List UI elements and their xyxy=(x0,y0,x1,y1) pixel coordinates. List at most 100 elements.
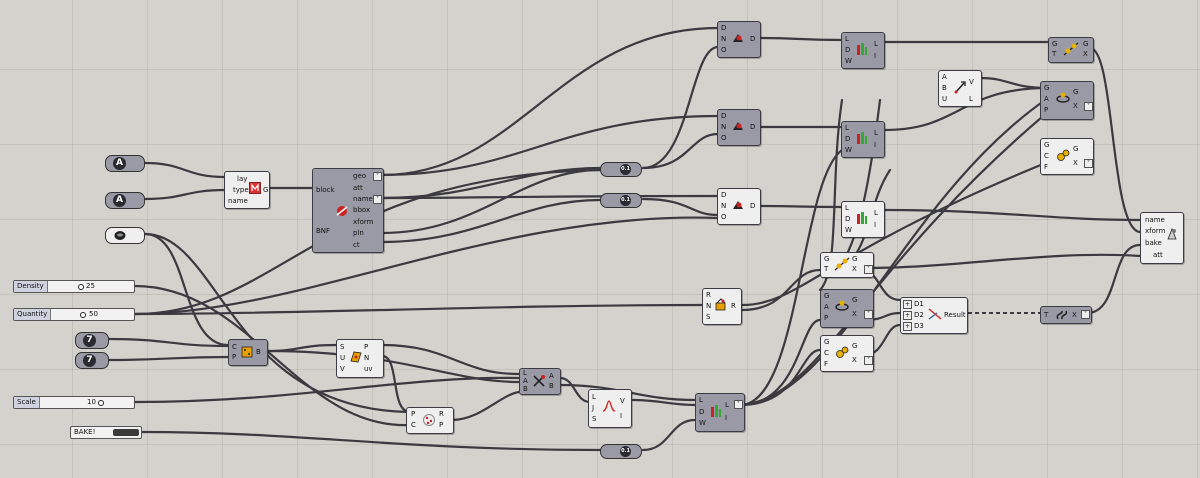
rotate-node-top[interactable]: G A P G X ˅ xyxy=(1040,81,1094,120)
output-port[interactable]: X xyxy=(852,265,857,273)
input-port[interactable]: L xyxy=(845,204,849,212)
scale-slider[interactable]: Scale 10 xyxy=(13,396,135,409)
output-port[interactable]: I xyxy=(620,412,623,420)
stream-filter-node[interactable]: + + + D1 D2 D3 Result xyxy=(900,297,968,334)
input-port[interactable]: B xyxy=(523,385,528,393)
input-port[interactable]: F xyxy=(1044,163,1049,171)
output-arrow[interactable]: ˅ xyxy=(373,195,382,204)
input-port[interactable]: U xyxy=(942,95,948,103)
output-port[interactable]: G xyxy=(852,255,858,263)
input-port[interactable]: L xyxy=(845,35,849,43)
output-port[interactable]: I xyxy=(874,221,877,229)
output-port[interactable]: X xyxy=(1073,102,1078,110)
output-port[interactable]: I xyxy=(874,141,877,149)
input-port[interactable]: xform xyxy=(1145,227,1166,235)
output-port[interactable]: uv xyxy=(364,365,373,373)
output-port[interactable]: G xyxy=(1083,40,1089,48)
input-port[interactable]: C xyxy=(411,421,416,429)
output-port[interactable]: L xyxy=(874,129,878,137)
input-port[interactable]: S xyxy=(340,343,345,351)
output-arrow[interactable]: ˅ xyxy=(1084,159,1093,168)
input-port[interactable]: att xyxy=(1153,251,1163,259)
input-port[interactable]: L xyxy=(523,369,527,377)
input-port[interactable]: G xyxy=(1044,141,1050,149)
output-port[interactable]: G xyxy=(1073,88,1079,96)
output-arrow[interactable]: ˅ xyxy=(864,310,873,319)
input-port[interactable]: J xyxy=(592,404,595,412)
output-arrow[interactable]: ˅ xyxy=(864,265,873,274)
dispatch-node-2[interactable]: D N O D xyxy=(717,109,761,146)
output-port[interactable]: L xyxy=(874,209,878,217)
output-port[interactable]: bbox xyxy=(353,206,371,214)
input-port[interactable]: G xyxy=(824,255,830,263)
output-port[interactable]: P xyxy=(439,421,444,429)
output-port[interactable]: G xyxy=(852,342,858,350)
quantity-slider[interactable]: Quantity 50 xyxy=(13,308,135,321)
input-port[interactable]: W xyxy=(699,419,706,427)
input-port[interactable]: S xyxy=(592,415,597,423)
slider-knob[interactable] xyxy=(98,400,104,406)
slider-knob[interactable] xyxy=(80,312,86,318)
input-port[interactable]: D2 xyxy=(914,311,924,319)
output-port[interactable]: N xyxy=(364,354,370,362)
input-port[interactable]: V xyxy=(340,365,345,373)
input-port[interactable]: D1 xyxy=(914,300,924,308)
dispatch-node-1[interactable]: D N O D xyxy=(717,21,761,58)
input-port[interactable]: W xyxy=(845,146,852,154)
input-port[interactable]: A xyxy=(824,303,829,311)
output-port[interactable]: A xyxy=(549,372,554,380)
output-port[interactable]: D xyxy=(750,202,756,210)
output-port[interactable]: R xyxy=(439,410,444,418)
scale-node-mid[interactable]: G C F G X ˅ xyxy=(820,335,874,372)
input-port[interactable]: bake xyxy=(1145,239,1162,247)
input-add[interactable]: + xyxy=(903,300,912,309)
text-param-2[interactable]: A xyxy=(105,192,145,209)
input-port[interactable]: name xyxy=(228,197,248,205)
input-port[interactable]: B xyxy=(942,84,947,92)
compound-transform-node[interactable]: T X ˅ xyxy=(1040,306,1092,324)
input-port[interactable]: A xyxy=(1044,95,1049,103)
populate-node[interactable]: P C R P xyxy=(406,407,454,434)
output-port[interactable]: V xyxy=(620,397,625,405)
input-port[interactable]: A xyxy=(942,73,947,81)
output-port[interactable]: xform xyxy=(353,218,374,226)
input-port[interactable]: S xyxy=(706,313,711,321)
input-port[interactable]: D xyxy=(845,46,851,54)
bake-toggle[interactable]: BAKE! xyxy=(70,426,142,439)
input-port[interactable]: C xyxy=(824,349,829,357)
output-port[interactable]: L xyxy=(969,95,973,103)
output-arrow[interactable]: ˅ xyxy=(1081,310,1090,319)
output-port[interactable]: L xyxy=(874,40,878,48)
output-port[interactable]: I xyxy=(725,414,728,422)
output-arrow[interactable]: ˅ xyxy=(373,172,382,181)
slider-knob[interactable] xyxy=(78,284,84,290)
input-port[interactable]: N xyxy=(721,123,727,131)
input-port[interactable]: N xyxy=(721,35,727,43)
input-port[interactable]: D3 xyxy=(914,322,924,330)
input-port[interactable]: R xyxy=(706,291,711,299)
bake-node[interactable]: name xform bake att xyxy=(1140,212,1184,264)
output-port[interactable]: name xyxy=(353,195,373,203)
input-port[interactable]: D xyxy=(845,215,851,223)
list-item-node-3[interactable]: L D W L I xyxy=(841,201,885,238)
input-port[interactable]: W xyxy=(845,226,852,234)
output-port[interactable]: I xyxy=(874,52,877,60)
input-port[interactable]: D xyxy=(721,24,727,32)
list-item-node-4[interactable]: L D W L I ˅ xyxy=(695,393,745,432)
output-arrow[interactable]: ˅ xyxy=(1084,102,1093,111)
output-port[interactable]: att xyxy=(353,184,363,192)
input-port[interactable]: D xyxy=(699,408,705,416)
input-port[interactable]: D xyxy=(721,191,727,199)
input-port[interactable]: P xyxy=(411,410,416,418)
density-slider[interactable]: Density 25 xyxy=(13,280,135,293)
output-port[interactable]: V xyxy=(969,78,974,86)
input-port[interactable]: T xyxy=(1052,50,1057,58)
output-port[interactable]: G xyxy=(852,296,858,304)
dispatch-node-3[interactable]: D N O D xyxy=(717,188,761,225)
input-port[interactable]: O xyxy=(721,134,727,142)
input-port[interactable]: P xyxy=(824,314,829,322)
move-node-mid[interactable]: G T G X ˅ xyxy=(820,252,874,278)
shift-list-node[interactable]: L A B A B xyxy=(519,368,561,395)
input-port[interactable]: A xyxy=(523,377,528,385)
